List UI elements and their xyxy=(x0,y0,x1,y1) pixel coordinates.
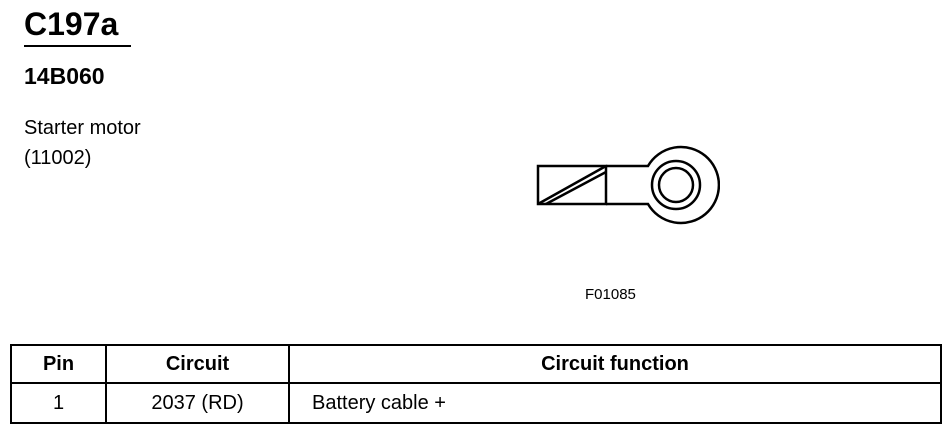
table-header-row: Pin Circuit Circuit function xyxy=(10,344,942,384)
ring-terminal-icon xyxy=(536,145,720,225)
connector-description: Starter motor (11002) xyxy=(24,113,141,173)
table-row: 1 2037 (RD) Battery cable + xyxy=(10,382,942,424)
title-underline xyxy=(24,45,131,47)
connector-id: C197a xyxy=(24,6,119,42)
terminal-ring-outer-hole xyxy=(650,159,702,211)
terminal-ring-inner-hole xyxy=(657,166,695,204)
terminal-barrel-diagonal xyxy=(537,164,607,206)
terminal-barrel-diagonal xyxy=(545,170,607,206)
figure-code: F01085 xyxy=(585,286,636,303)
description-line-1: Starter motor xyxy=(24,117,141,139)
terminal-ring-outline xyxy=(606,145,720,225)
header-pin: Pin xyxy=(10,344,107,384)
pinout-table: Pin Circuit Circuit function 1 2037 (RD)… xyxy=(10,344,942,424)
cell-circuit-function: Battery cable + xyxy=(288,382,942,424)
cell-circuit: 2037 (RD) xyxy=(105,382,290,424)
header-circuit-function: Circuit function xyxy=(288,344,942,384)
cell-pin: 1 xyxy=(10,382,107,424)
terminal-barrel xyxy=(536,164,608,206)
part-number: 14B060 xyxy=(24,63,105,89)
header-circuit: Circuit xyxy=(105,344,290,384)
description-line-2: (11002) xyxy=(24,147,92,169)
